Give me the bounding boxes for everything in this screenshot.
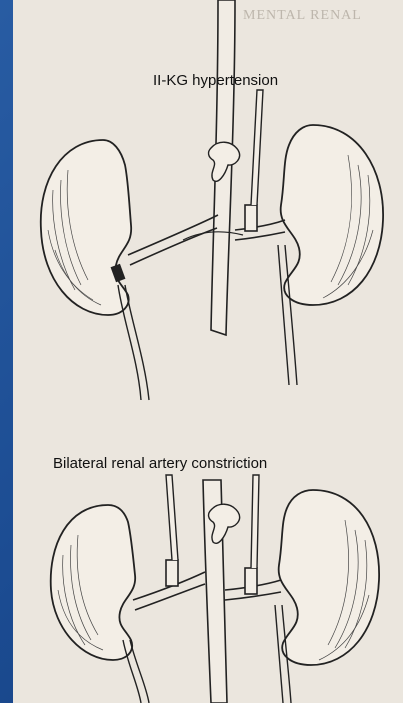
clip-bottom-right [245,568,257,594]
panel-title-top: II-KG hypertension [153,72,278,89]
kidney-illustration [13,0,403,703]
right-kidney-top [281,125,383,305]
scanned-page: MENTAL RENAL [13,0,403,703]
right-kidney-bottom [279,490,379,665]
clip-top-right [245,205,257,231]
panel-title-bottom: Bilateral renal artery constriction [53,455,267,472]
tube-bottom-left [166,475,178,560]
clip-bottom-left [166,560,178,586]
tube-bottom-right [251,475,259,568]
tube-top-right [251,90,263,205]
